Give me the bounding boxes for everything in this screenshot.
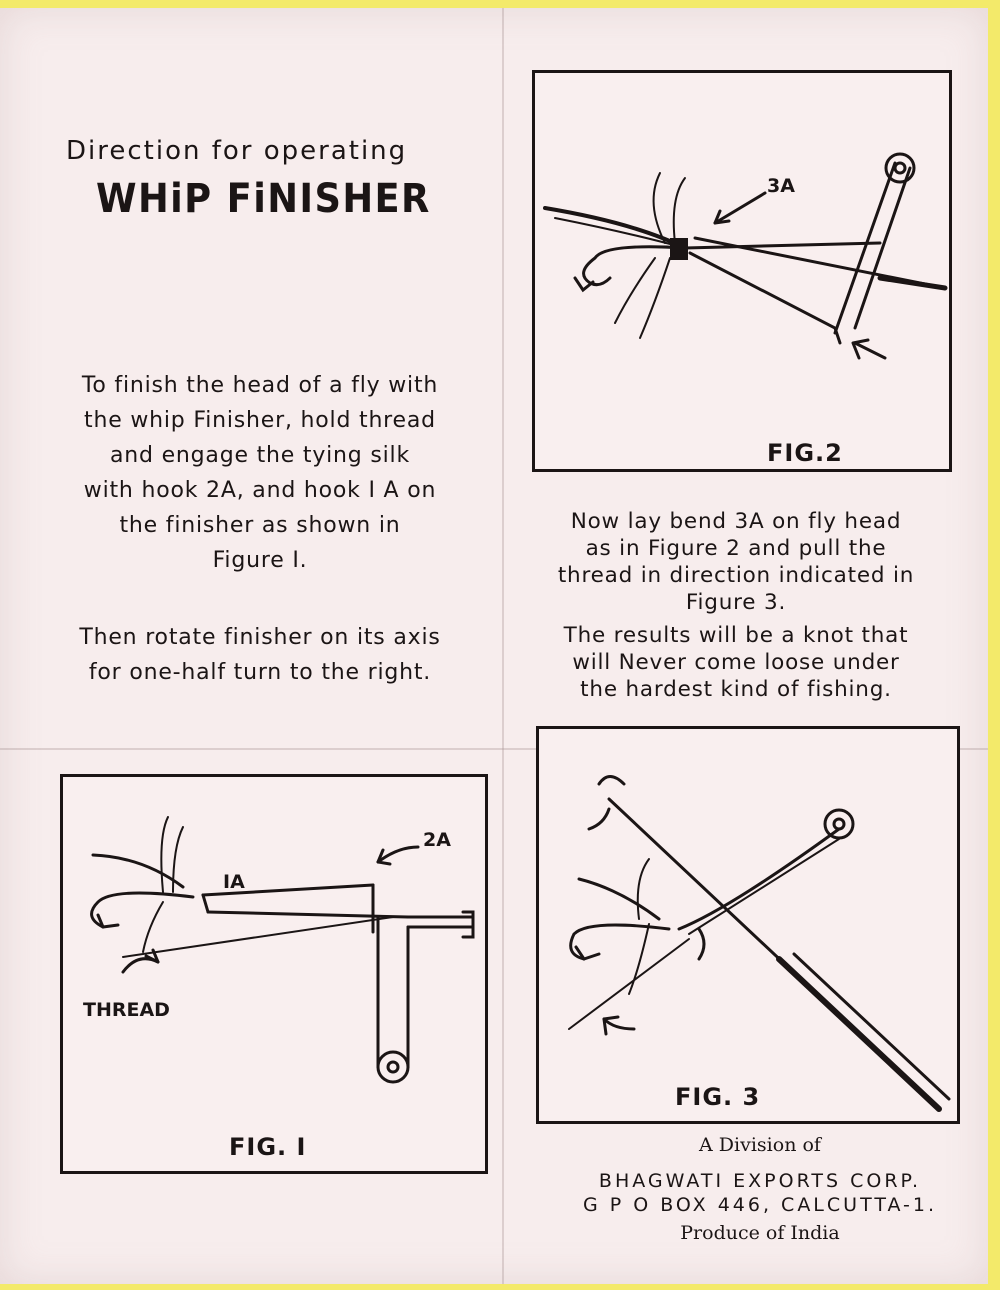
instruction-paragraph-4: The results will be a knot that will Nev… (546, 622, 926, 703)
figure-3-label: FIG. 3 (675, 1083, 761, 1111)
instruction-paragraph-1: To finish the head of a fly with the whi… (60, 368, 460, 578)
figure-3-drawing (568, 775, 951, 1112)
horizontal-fold-crease (0, 748, 988, 750)
thread-label: THREAD (83, 999, 170, 1021)
text-line: Now lay bend 3A on fly head (570, 509, 902, 534)
figure-1-label: FIG. I (229, 1133, 307, 1161)
text-line: with hook 2A, and hook I A on (83, 478, 437, 503)
callout-2a: 2A (423, 829, 451, 851)
text-line: the hardest kind of fishing. (580, 677, 892, 702)
heading-title: WHiP FiNISHER (96, 176, 431, 222)
figure-2-drawing (543, 152, 948, 360)
company-address: G P O BOX 446, CALCUTTA-1. (582, 1194, 938, 1216)
figure-1-drawing (90, 816, 475, 1084)
instruction-sheet: Direction for operating WHiP FiNISHER To… (0, 8, 988, 1284)
text-line: thread in direction indicated in (557, 563, 915, 588)
text-line: To finish the head of a fly with (81, 373, 439, 398)
text-line: and engage the tying silk (110, 443, 410, 468)
text-line: the finisher as shown in (119, 513, 401, 538)
figure-1: IA 2A THREAD FIG. I (60, 774, 488, 1174)
figure-3: FIG. 3 (536, 726, 960, 1124)
text-line: for one-half turn to the right. (88, 660, 432, 685)
division-text: A Division of (699, 1134, 821, 1156)
footer: A Division of (560, 1134, 960, 1156)
figure-2: 3A FIG.2 (532, 70, 952, 472)
text-line: will Never come loose under (572, 650, 900, 675)
text-line: Then rotate finisher on its axis (79, 625, 441, 650)
vertical-fold-crease (502, 8, 504, 1284)
produce-text: Produce of India (680, 1222, 840, 1244)
figure-2-label: FIG.2 (767, 439, 843, 467)
text-line: Figure 3. (685, 590, 787, 615)
produce-block: Produce of India (560, 1222, 960, 1244)
instruction-paragraph-2: Then rotate finisher on its axis for one… (60, 620, 460, 690)
text-line: the whip Finisher, hold thread (84, 408, 436, 433)
company-name: BHAGWATI EXPORTS CORP. (598, 1170, 922, 1192)
text-line: The results will be a knot that (563, 623, 909, 648)
text-line: Figure I. (212, 548, 308, 573)
company-block: BHAGWATI EXPORTS CORP. G P O BOX 446, CA… (540, 1170, 980, 1216)
text-line: as in Figure 2 and pull the (585, 536, 887, 561)
heading-direction: Direction for operating (66, 136, 408, 166)
instruction-paragraph-3: Now lay bend 3A on fly head as in Figure… (546, 508, 926, 616)
callout-3a: 3A (767, 175, 795, 197)
callout-1a: IA (223, 871, 245, 893)
